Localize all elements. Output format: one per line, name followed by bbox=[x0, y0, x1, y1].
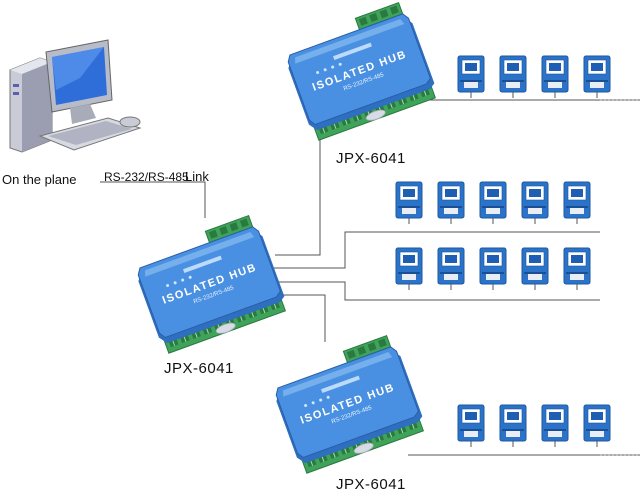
terminal-block bbox=[342, 334, 392, 364]
sensor-module bbox=[457, 404, 485, 447]
status-led bbox=[181, 278, 185, 282]
sensor-module bbox=[583, 55, 611, 98]
wire bbox=[100, 181, 206, 218]
status-led bbox=[188, 275, 192, 279]
status-led bbox=[331, 65, 335, 69]
computer-label: On the plane bbox=[2, 172, 77, 187]
sensor-module bbox=[395, 247, 423, 290]
terminal-block bbox=[204, 214, 254, 244]
status-led bbox=[326, 395, 330, 399]
link-protocol-label: RS-232/RS-485 bbox=[104, 170, 189, 184]
hub-label-bottom: JPX-6041 bbox=[336, 476, 406, 493]
sensor-module bbox=[521, 247, 549, 290]
sensor-module bbox=[499, 55, 527, 98]
wire bbox=[272, 231, 600, 269]
status-led bbox=[323, 68, 327, 72]
sensor-module bbox=[563, 181, 591, 224]
status-led bbox=[304, 404, 308, 408]
wire bbox=[270, 294, 326, 342]
status-led bbox=[166, 284, 170, 288]
sensor-module bbox=[395, 181, 423, 224]
computer-icon bbox=[9, 39, 142, 153]
link-label: Link bbox=[185, 169, 209, 184]
sensor-module bbox=[479, 247, 507, 290]
status-led bbox=[316, 71, 320, 75]
status-led bbox=[319, 398, 323, 402]
status-led bbox=[338, 62, 342, 66]
sensor-module bbox=[583, 404, 611, 447]
sensor-module bbox=[499, 404, 527, 447]
sensor-module bbox=[437, 181, 465, 224]
terminal-block bbox=[354, 1, 404, 31]
sensor-module bbox=[457, 55, 485, 98]
wire bbox=[272, 281, 600, 301]
sensor-module bbox=[563, 247, 591, 290]
status-led bbox=[173, 281, 177, 285]
sensor-module bbox=[437, 247, 465, 290]
sensor-module bbox=[541, 55, 569, 98]
wire bbox=[275, 128, 321, 256]
status-led bbox=[311, 401, 315, 405]
sensor-module bbox=[479, 181, 507, 224]
wiring bbox=[100, 99, 640, 456]
hub-label-top: JPX-6041 bbox=[336, 150, 406, 167]
sensor-module bbox=[521, 181, 549, 224]
hub-label-center: JPX-6041 bbox=[164, 360, 234, 377]
sensor-module bbox=[541, 404, 569, 447]
